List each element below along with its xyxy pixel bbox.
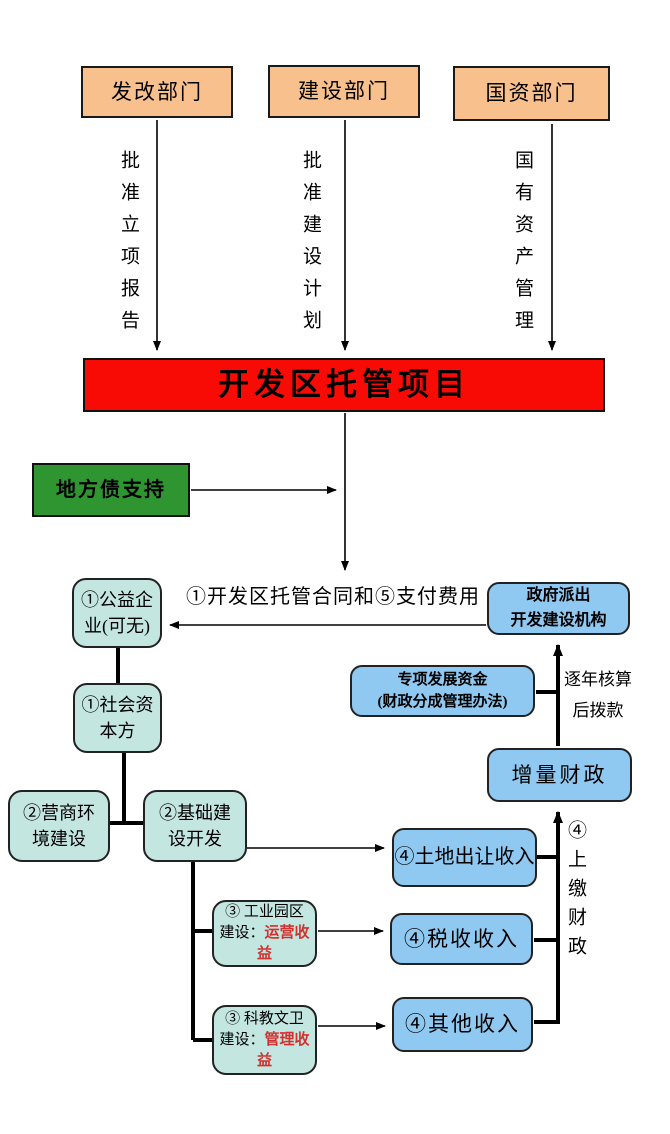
public-welfare-box: ①公益企 业(可无) xyxy=(72,578,162,648)
dept-guozi-label: 国资部门 xyxy=(485,81,578,106)
special-fund-box: 专项发展资金 (财政分成管理办法) xyxy=(350,665,535,717)
business-environment-box: ②营商环 境建设 xyxy=(8,790,110,862)
land-transfer-revenue-label: ④土地出让收入 xyxy=(394,846,535,868)
special-fund-label: 专项发展资金 (财政分成管理办法) xyxy=(377,671,508,711)
approval-label-lixiang: 批准立项报告 xyxy=(118,150,139,342)
industrial-park-box: ③ 工业园区 建设：运营收 益 xyxy=(212,900,317,967)
industrial-park-label: ③ 工业园区 建设： xyxy=(219,904,304,941)
dept-fagai-label: 发改部门 xyxy=(111,79,203,104)
science-education-label: ③ 科教文卫 建设： xyxy=(219,1010,304,1048)
infrastructure-label: ②基础建 设开发 xyxy=(159,802,231,849)
approval-label-guoyou: 国有资产管理 xyxy=(512,150,533,342)
dept-jianshe-label: 建设部门 xyxy=(298,79,390,104)
tax-revenue-box: ④税收收入 xyxy=(390,913,533,965)
annual-settlement-label: 逐年核算 后拨款 xyxy=(564,670,632,720)
other-revenue-box: ④其他收入 xyxy=(392,997,533,1052)
banner-trusteeship-project: 开发区托管项目 xyxy=(83,358,605,412)
gov-agency-box: 政府派出 开发建设机构 xyxy=(487,582,630,635)
infrastructure-box: ②基础建 设开发 xyxy=(143,790,247,862)
industrial-park-red-label: 运营收 益 xyxy=(256,925,310,962)
banner-label: 开发区托管项目 xyxy=(218,366,470,402)
business-environment-label: ②营商环 境建设 xyxy=(23,802,95,849)
tax-revenue-label: ④税收收入 xyxy=(404,926,519,951)
social-capital-box: ①社会资 本方 xyxy=(73,683,162,753)
pay-to-finance-label: ④上缴财政 xyxy=(565,820,586,965)
local-debt-box: 地方债支持 xyxy=(32,463,190,517)
approval-label-jianshe: 批准建设计划 xyxy=(300,150,321,342)
contract-payment-label: ①开发区托管合同和⑤支付费用 xyxy=(186,586,480,608)
science-education-box: ③ 科教文卫 建设：管理收 益 xyxy=(212,1005,317,1075)
dept-fagai-box: 发改部门 xyxy=(81,66,233,118)
dept-jianshe-box: 建设部门 xyxy=(268,65,420,118)
local-debt-label: 地方债支持 xyxy=(56,478,166,501)
dept-guozi-box: 国资部门 xyxy=(453,66,610,121)
incremental-finance-box: 增量财政 xyxy=(487,748,632,802)
social-capital-label: ①社会资 本方 xyxy=(81,694,154,741)
gov-agency-label: 政府派出 开发建设机构 xyxy=(510,586,607,629)
other-revenue-label: ④其他收入 xyxy=(405,1012,520,1037)
land-transfer-revenue-box: ④土地出让收入 xyxy=(392,828,537,887)
public-welfare-label: ①公益企 业(可无) xyxy=(81,589,153,636)
science-education-red-label: 管理收 益 xyxy=(256,1031,310,1069)
incremental-finance-label: 增量财政 xyxy=(511,762,608,787)
